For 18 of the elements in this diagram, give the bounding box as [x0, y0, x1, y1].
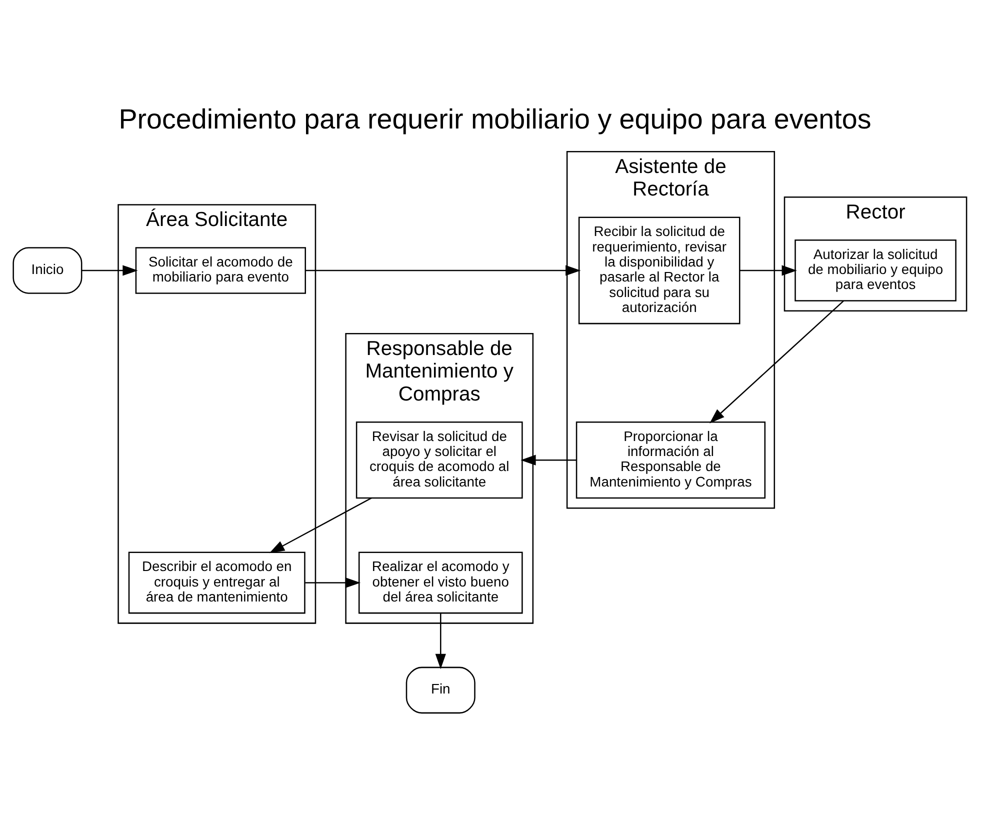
- node-box: Revisar la solicitud de apoyo y solicitar el croquis de acomodo al área solicitante: [356, 422, 523, 499]
- node-box: Inicio: [12, 247, 82, 294]
- arrow: [305, 577, 361, 588]
- node-box: Describir el acomodo en croquis y entregar al área de mantenimiento: [128, 552, 306, 614]
- arrow: [435, 613, 446, 670]
- arrow: [740, 265, 797, 276]
- arrow: [306, 265, 581, 276]
- node-box: Autorizar la solicitud de mobiliario y equipo para eventos: [794, 239, 956, 302]
- arrow: [269, 498, 372, 554]
- node-box: Fin: [406, 666, 476, 714]
- node-box: Proporcionar la información al Responsable de Mantenimiento y Compras: [576, 422, 766, 499]
- arrow: [520, 454, 576, 466]
- diagram-title: Procedimiento para requerir mobiliario y equipo para eventos: [118, 103, 872, 134]
- node-box: Realizar el acomodo y obtener el visto bueno del área solicitante: [358, 552, 523, 614]
- arrow: [710, 300, 844, 424]
- arrow: [82, 265, 138, 276]
- node-box: Recibir la solicitud de requerimiento, revisar la disponibilidad y pasarle al Rector la solicitud para su autorización: [578, 216, 740, 324]
- node-box: Solicitar el acomodo de mobiliario para evento: [135, 247, 306, 294]
